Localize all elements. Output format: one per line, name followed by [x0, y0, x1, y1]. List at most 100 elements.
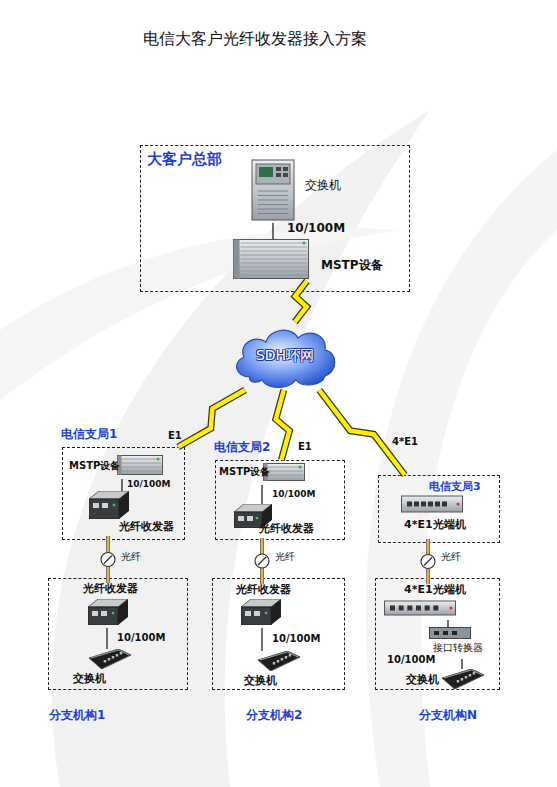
cable-link: [448, 620, 449, 627]
switch-device: 交换机: [249, 159, 349, 223]
device-front: [234, 512, 262, 528]
switch-port: [116, 654, 119, 657]
bolt-body: [178, 390, 245, 447]
fiber-transceiver: 光纤收发器: [234, 504, 339, 538]
optical-terminal-icon: [384, 600, 456, 616]
rack-body: [118, 456, 163, 475]
mstp-device-icon: [233, 239, 309, 279]
converter-body: [430, 628, 471, 639]
cable-link: [107, 628, 108, 649]
display-screen: [259, 167, 273, 177]
fiber-port: [247, 516, 253, 521]
status-led: [265, 612, 268, 615]
transmission-link: [319, 390, 405, 475]
cable-line: [106, 628, 107, 649]
status-led: [113, 504, 116, 507]
site-box: 电信支局1MSTP设备光纤收发器: [62, 447, 185, 540]
interface-converter: 接口转换器: [429, 627, 499, 659]
device-label: 交换机: [305, 179, 341, 193]
rack-slot: [241, 243, 307, 244]
device-front: [88, 607, 118, 625]
site-box: 大客户总部交换机MSTP设备: [140, 145, 410, 292]
fiber-core: [261, 538, 263, 584]
port-rate-label: 10/100M: [127, 479, 171, 489]
bolt-outline: [276, 390, 290, 460]
vent-line: [258, 209, 288, 210]
fiber-joint-mark: [258, 557, 266, 565]
background-swoosh: [366, 150, 557, 787]
mstp-device: MSTP设备: [219, 463, 314, 485]
panel-button: [283, 173, 288, 177]
fiber-transceiver: 光纤收发器: [83, 583, 168, 628]
site-heading: 电信支局1: [61, 428, 117, 442]
fiber-transceiver-icon: [241, 599, 281, 625]
bolt-outline: [319, 390, 405, 475]
cable-link: [462, 659, 463, 669]
fiber-port: [254, 611, 260, 616]
converter-port: [434, 631, 439, 635]
fiber-link: [101, 536, 115, 583]
device-front: [89, 499, 119, 519]
device-label: 光纤收发器: [236, 584, 291, 597]
switch-port: [461, 678, 464, 681]
diagram-title: 电信大客户光纤收发器接入方案: [0, 30, 510, 48]
rack-slot: [122, 467, 161, 468]
fiber-port: [102, 503, 108, 508]
switch-device: 交换机: [244, 651, 309, 691]
link-rate-label: E1: [168, 430, 182, 442]
rack-slot: [122, 459, 161, 460]
panel-button: [283, 167, 288, 171]
fiber-joint: [101, 553, 115, 567]
fiber-transceiver-icon: [89, 491, 129, 519]
fiber-core: [427, 539, 429, 584]
rack-slot: [241, 251, 307, 252]
switch-port: [112, 656, 115, 659]
switch-device-icon: [89, 649, 131, 669]
status-led: [456, 502, 459, 505]
rack-slot: [241, 255, 307, 256]
switch-port: [473, 672, 476, 675]
fiber-label: 光纤: [121, 551, 141, 563]
status-led: [299, 466, 302, 469]
switch-port: [281, 658, 284, 661]
device-label: MSTP设备: [69, 460, 120, 472]
port-rate-label: 10/100M: [287, 222, 345, 236]
vent-line: [258, 213, 288, 214]
rack-body: [234, 240, 309, 279]
fiber-link: [255, 538, 269, 584]
vent-line: [258, 204, 288, 205]
fiber-port: [101, 611, 107, 616]
bolt-body: [276, 390, 290, 460]
device-front: [241, 607, 271, 625]
terminal-body: [385, 601, 456, 615]
switch-port: [120, 652, 123, 655]
e1-port: [407, 502, 412, 507]
port-rate-label: 10/100M: [272, 489, 316, 499]
e1-port: [425, 606, 430, 611]
switch-port: [104, 660, 107, 663]
e1-port: [421, 502, 426, 507]
converter-port: [443, 631, 448, 635]
cable-line: [261, 485, 262, 504]
fiber-sheath: [260, 538, 264, 584]
switch-edge: [91, 650, 129, 658]
background-swoosh: [0, 228, 400, 400]
device-label: 4*E1光端机: [404, 519, 466, 532]
optical-terminal: 4*E1光端机: [384, 584, 474, 620]
fiber-transceiver: 光纤收发器: [236, 584, 321, 628]
rack-slot: [267, 475, 303, 476]
fiber-joint: [255, 554, 269, 568]
fiber-label: 光纤: [441, 551, 461, 563]
switch-port: [465, 676, 468, 679]
status-led: [303, 242, 306, 245]
terminal-body: [402, 496, 463, 512]
bolt-body: [319, 390, 405, 475]
fiber-transceiver: 光纤收发器: [89, 491, 184, 536]
switch-device-icon: [249, 159, 297, 221]
bolt-outline: [178, 390, 245, 447]
port-rate-label: 10/100M: [272, 633, 320, 645]
bolt-body: [295, 281, 307, 322]
rack-side: [234, 240, 240, 279]
